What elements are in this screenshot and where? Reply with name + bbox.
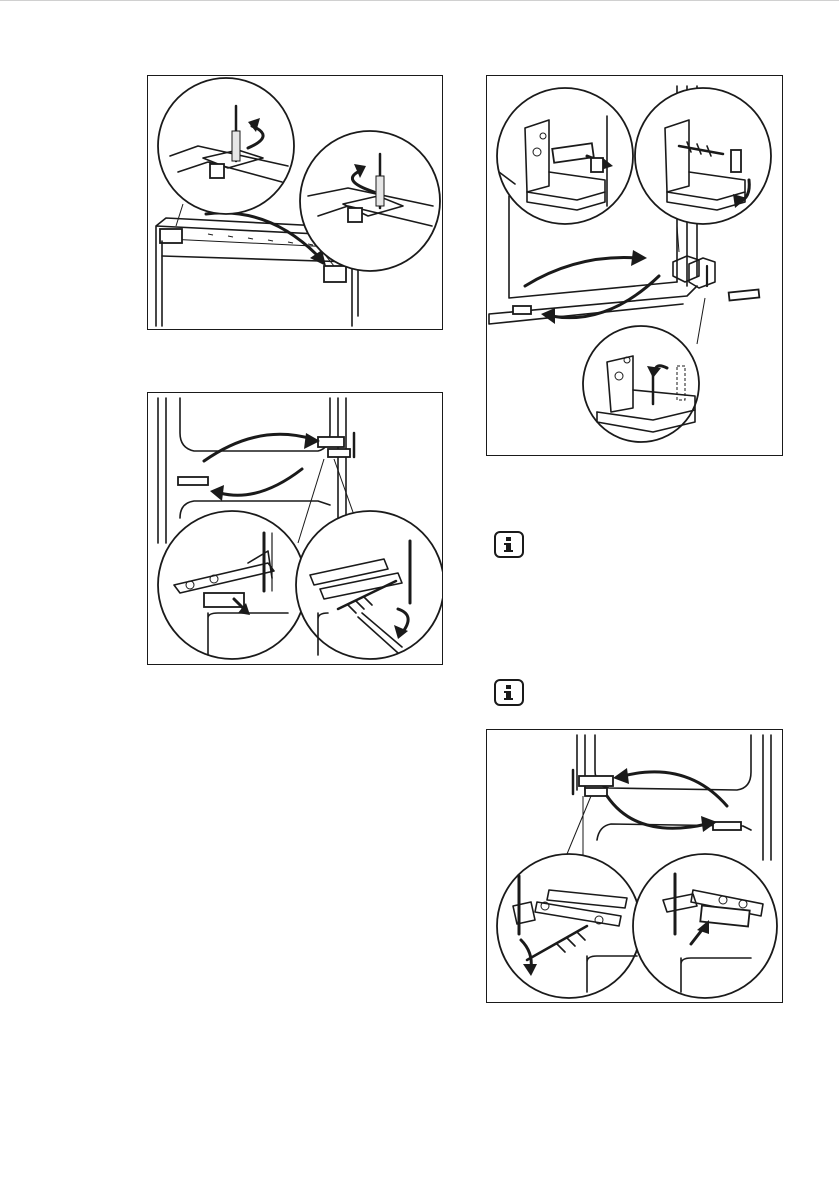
info-icon xyxy=(494,531,524,558)
figure-remove-top-hinge-covers xyxy=(147,75,443,330)
figure-remove-middle-hinge xyxy=(147,392,443,665)
figure-refit-middle-hinge xyxy=(486,729,783,1003)
header-rule xyxy=(0,0,839,1)
info-icon xyxy=(494,679,524,706)
figure-move-bottom-hinge xyxy=(486,75,783,456)
